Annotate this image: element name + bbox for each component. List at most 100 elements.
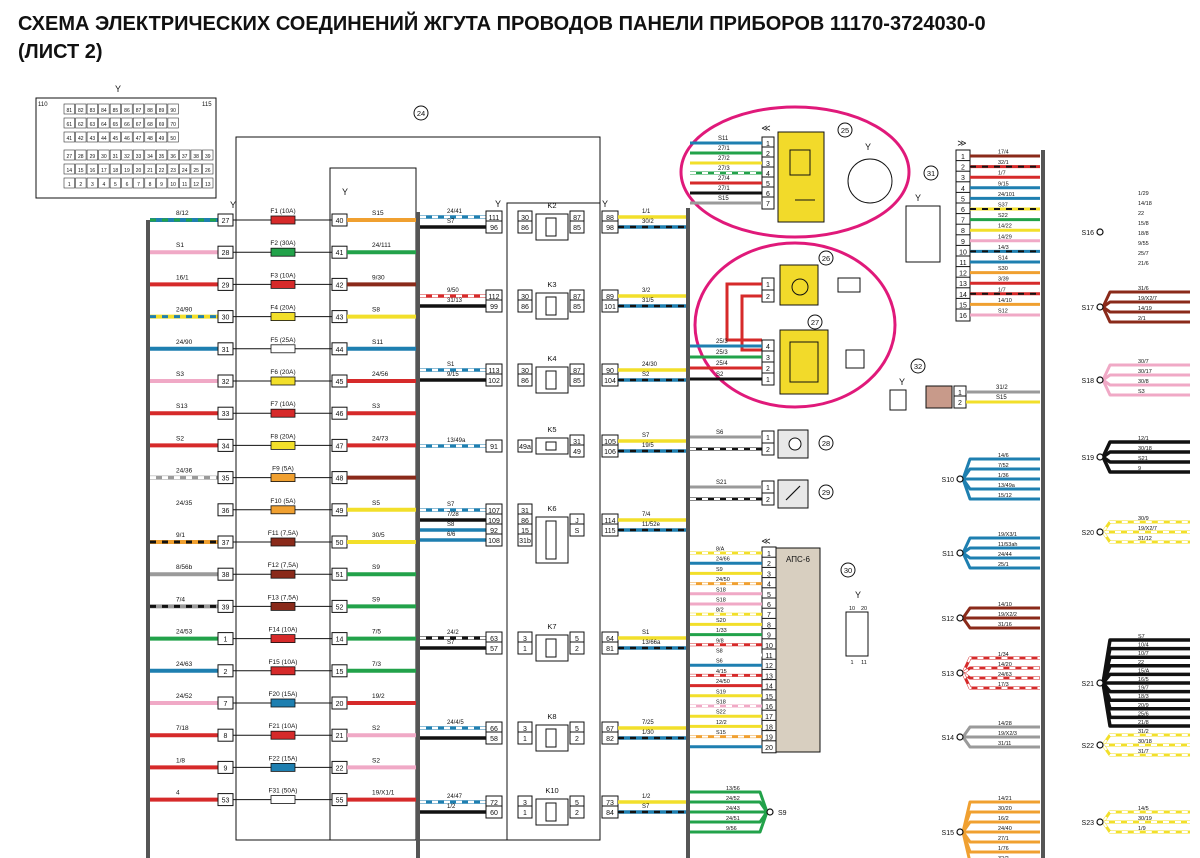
callout-25-label: 25	[841, 126, 849, 135]
fuse-grid-cell	[144, 163, 156, 175]
connector-30-wire-label-14: 24/50	[716, 679, 730, 685]
splice-S15-wire-7	[961, 831, 971, 858]
splice-S19-wire-label-4: 9	[1138, 466, 1141, 472]
connector-30-pin-9-label: 9	[767, 633, 771, 640]
splice-S20-label: S20	[1082, 530, 1095, 537]
fuse-right-pin-45-label: 45	[336, 379, 344, 386]
splice-S9-wire-5-core	[690, 811, 769, 834]
callout-28	[818, 435, 834, 451]
splice-S23-node	[1096, 818, 1104, 826]
splice-S12-wire-3	[961, 617, 1040, 630]
right-wire-label-6: 24/56	[372, 371, 389, 378]
connector-30-wire-label-13: 4/15	[716, 669, 727, 675]
fuse-left-pin-28-label: 28	[222, 250, 230, 257]
fuse-grid-cell-label: 23	[170, 168, 176, 174]
splice-S12-wire-label-2: 19/X2/2	[998, 612, 1017, 618]
right-wire-label-15: 7/3	[372, 661, 381, 668]
fuse-grid-cell-label: 68	[147, 122, 153, 128]
fuse-left-pin-2-label: 2	[224, 669, 228, 676]
left-wire-label-16: 24/52	[176, 693, 193, 700]
connector-31-wire-label-6: S37	[998, 203, 1008, 209]
relay-K7-out-label-2: 13/66a	[642, 640, 661, 646]
fuse-grid-cell-label: 12	[193, 182, 199, 188]
splice-S10-wire-5	[961, 478, 1040, 501]
fuse-2	[270, 247, 296, 257]
splice-S9-wire-2	[690, 800, 769, 813]
splice-S13-wire-2	[962, 666, 1040, 675]
relay-K3-coil-pin-2-box	[517, 299, 533, 313]
splice-S10-wire-1	[961, 457, 1040, 480]
fuse-grid-cell	[121, 103, 133, 115]
connector-31-wire-label-9: 14/29	[998, 234, 1012, 240]
splice-S15-wire-2	[961, 810, 1040, 833]
fuse-left-pin-8-label: 8	[224, 733, 228, 740]
connector-31-wire-label-7: S22	[998, 213, 1008, 219]
splice-S13-label: S13	[942, 671, 955, 678]
callout-30	[840, 562, 856, 578]
splice-S18-wire-label-1: 30/7	[1138, 359, 1149, 365]
splice-S11-wire-1	[961, 536, 1040, 554]
fuse-grid-cell-label: 19	[124, 168, 130, 174]
fuse-grid-cell-label: 15	[78, 168, 84, 174]
splice-S20-wire-label-1: 30/9	[1138, 516, 1149, 522]
connector-26-motor-symbol	[791, 278, 809, 296]
relay-K6-out-pin-115-label: 115	[604, 528, 615, 535]
relay-K10-out-pin-73-label: 73	[606, 800, 614, 807]
relay-K7-in-label-1: 24/2	[447, 630, 459, 636]
splice-S21-wire-label-11: 21/8	[1138, 720, 1149, 726]
fuse-grid-cell-label: 21	[147, 168, 153, 174]
splice-S15-node	[956, 828, 964, 836]
connector-30-pin-4-label: 4	[767, 582, 771, 589]
relay-block-outline	[506, 202, 601, 841]
fuse-grid-cell-label: 29	[90, 154, 96, 160]
relay-K4-out-label-1: 24/30	[642, 362, 658, 368]
connector-30-hint-1: 1	[850, 660, 853, 666]
fuse-left-pin-32-label: 32	[222, 379, 230, 386]
fuse-grid-cell	[202, 163, 214, 175]
relay-K7-contact-2-label: 2	[575, 646, 579, 653]
relay-K5-contact-1-label: 31	[573, 439, 581, 446]
fuse-grid-cell-label: 61	[66, 122, 72, 128]
fuse-grid-cell	[144, 177, 156, 189]
relay-K5-name: K5	[547, 425, 556, 434]
relay-K3-contact-1-label: 87	[573, 294, 581, 301]
fuse-name-7: F7 (10А)	[270, 401, 295, 408]
right-wire-label-4: S8	[372, 307, 380, 314]
fuse-right-pin-42-label: 42	[336, 282, 344, 289]
connector-32-pin-2-label: 2	[958, 400, 962, 407]
relay-K8-out-pin-67-label: 67	[606, 726, 614, 733]
fuse-grid-cell-label: 8	[149, 182, 152, 188]
splice-S14-node	[956, 733, 964, 741]
connector-25-symbol	[789, 149, 815, 201]
relay-K8-out-label-1: 7/25	[642, 720, 654, 726]
relay-K2-name: K2	[547, 201, 556, 210]
relay-K10-in-label-2: 1/2	[447, 804, 456, 810]
fuse-grid-cell-label: 28	[78, 154, 84, 160]
fuse-grid-cell-label: 43	[90, 136, 96, 142]
relay-K10-out-label-1: 1/2	[642, 794, 651, 800]
fuse-grid-cell	[167, 117, 179, 129]
connector-32-face	[889, 389, 907, 411]
fuse-grid-cell	[202, 149, 214, 161]
connector-31-view-mark: Y	[915, 193, 921, 203]
splice-S14-wire-label-2: 19/X2/3	[998, 731, 1017, 737]
splice-S18-wire-2	[1102, 373, 1190, 382]
splice-S19-node	[1096, 453, 1104, 461]
relay-K3-in-pin-99-box	[485, 299, 503, 313]
relay-K7-in-pin-63-label: 63	[490, 636, 498, 643]
connector-27-pin-4-label: 4	[766, 344, 770, 351]
relay-K6-name: K6	[547, 504, 556, 513]
connector-31-pin-7-label: 7	[961, 218, 965, 225]
splice-S21-wire-5-core	[1101, 672, 1190, 685]
callout-26	[818, 250, 834, 266]
connector-30-wire-label-7: 8/2	[716, 608, 724, 614]
splice-S17-wire-1-core	[1101, 290, 1190, 308]
left-wire-label-18: 1/8	[176, 757, 185, 764]
connector-30-pin-13-label: 13	[765, 673, 773, 680]
splice-S19-wire-4	[1101, 456, 1190, 474]
connector-30-pin-14-label: 14	[765, 684, 773, 691]
splice-S13-wire-label-3: 24/63	[998, 672, 1012, 678]
relay-K2-out-pin-88-label: 88	[606, 215, 614, 222]
fuse-grid-cell-label: 13	[205, 182, 211, 188]
left-wire-label-13: 7/4	[176, 596, 185, 603]
